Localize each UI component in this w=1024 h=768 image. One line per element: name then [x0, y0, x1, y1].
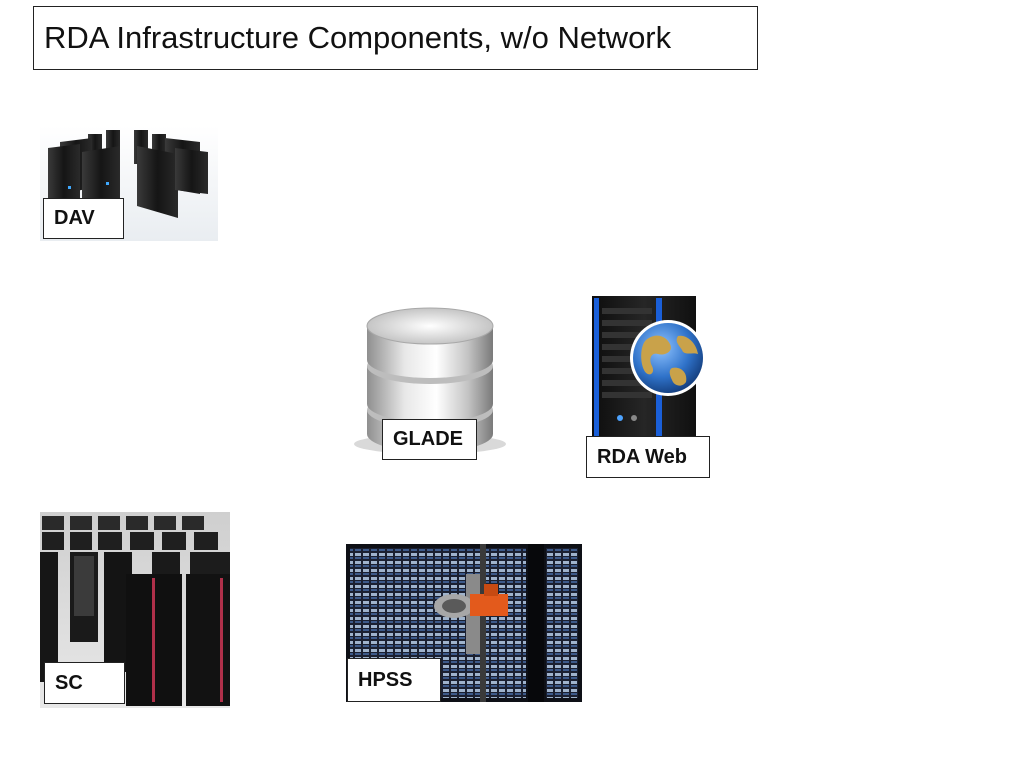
dav-component: DAV: [40, 126, 218, 241]
sc-component: SC: [40, 512, 230, 708]
dav-label: DAV: [43, 198, 124, 239]
sc-label: SC: [44, 662, 125, 704]
server-cluster-icon: [40, 126, 218, 241]
slide-title-box: RDA Infrastructure Components, w/o Netwo…: [33, 6, 758, 70]
glade-component: GLADE: [352, 300, 507, 462]
rda-web-label: RDA Web: [586, 436, 710, 478]
web-server-globe-icon: [592, 296, 706, 441]
glade-label: GLADE: [382, 419, 477, 460]
rda-web-component: RDA Web: [586, 296, 710, 478]
slide-title: RDA Infrastructure Components, w/o Netwo…: [44, 20, 672, 55]
hpss-component: HPSS: [346, 544, 582, 702]
hpss-label: HPSS: [347, 658, 441, 702]
supercomputer-racks-icon: [40, 512, 230, 708]
